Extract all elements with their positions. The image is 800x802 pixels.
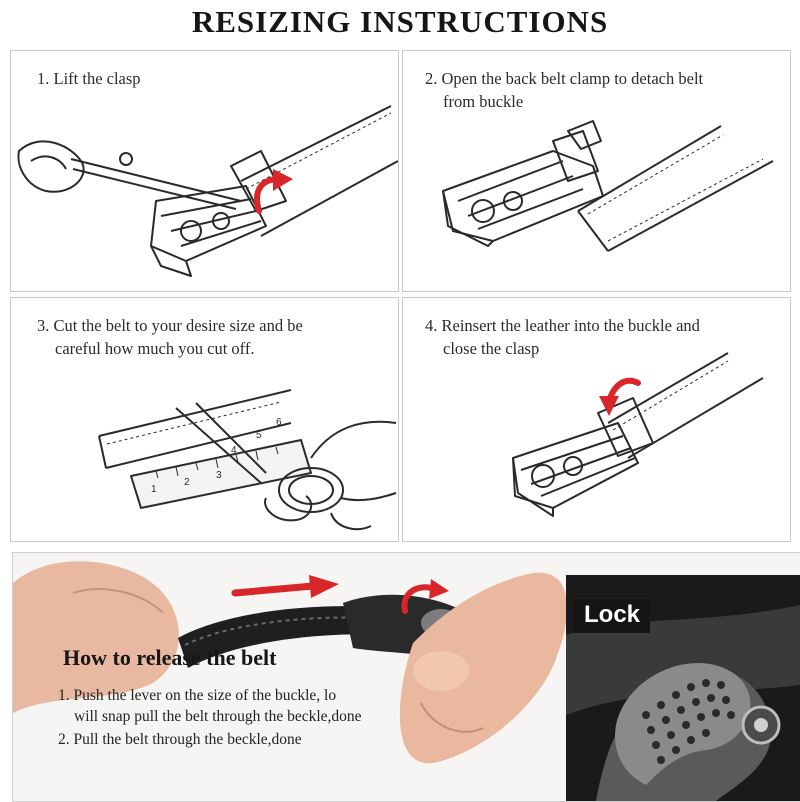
step-1-text: 1. Lift the clasp [37, 69, 141, 88]
step-3-line-2: careful how much you cut off. [55, 339, 255, 358]
cut-belt-illustration: 1 2 3 4 5 6 [98, 389, 397, 531]
release-step-1-line-2: will snap pull the belt through the beck… [74, 708, 362, 725]
release-step-2: 2. Pull the belt through the beckle,done [58, 731, 302, 748]
step-4-panel: 4. Reinsert the leather into the buckle … [402, 297, 791, 542]
step-4-text: 4. Reinsert the leather into the buckle … [425, 314, 700, 360]
step-3-text: 3. Cut the belt to your desire size and … [37, 314, 303, 360]
ruler-tick-6: 6 [276, 417, 282, 428]
lift-clasp-illustration [17, 105, 398, 277]
step-4-line-1: 4. Reinsert the leather into the buckle … [425, 316, 700, 335]
ruler-tick-2: 2 [184, 477, 190, 488]
step-3-line-1: 3. Cut the belt to your desire size and … [37, 316, 303, 335]
lock-label: Lock [574, 599, 651, 633]
detach-belt-illustration [442, 120, 774, 252]
step-3-panel: 1 2 3 4 5 6 3. Cut the belt to your desi… [10, 297, 399, 542]
step-2-line-1: 2. Open the back belt clamp to detach be… [425, 69, 704, 88]
release-photo [13, 561, 568, 764]
ruler-tick-3: 3 [216, 470, 222, 481]
step-2-line-2: from buckle [443, 92, 524, 111]
ruler-tick-5: 5 [256, 430, 262, 441]
lock-inset-photo: Lock [566, 575, 800, 801]
step-4-line-2: close the clasp [443, 339, 540, 358]
step-1-panel: 1. Lift the clasp [10, 50, 399, 292]
release-section: How to release the belt 1. Push the leve… [12, 552, 800, 802]
release-step-1-line-1: 1. Push the lever on the size of the buc… [58, 687, 337, 704]
ruler-tick-1: 1 [151, 484, 157, 495]
red-straight-arrow [231, 582, 317, 597]
page-title: RESIZING INSTRUCTIONS [191, 4, 609, 39]
reinsert-belt-illustration [512, 352, 764, 517]
step-2-panel: 2. Open the back belt clamp to detach be… [402, 50, 791, 292]
release-heading: How to release the belt [63, 645, 277, 670]
release-step-1: 1. Push the lever on the size of the buc… [58, 685, 362, 727]
step-2-text: 2. Open the back belt clamp to detach be… [425, 67, 703, 113]
ruler-tick-4: 4 [231, 445, 237, 456]
